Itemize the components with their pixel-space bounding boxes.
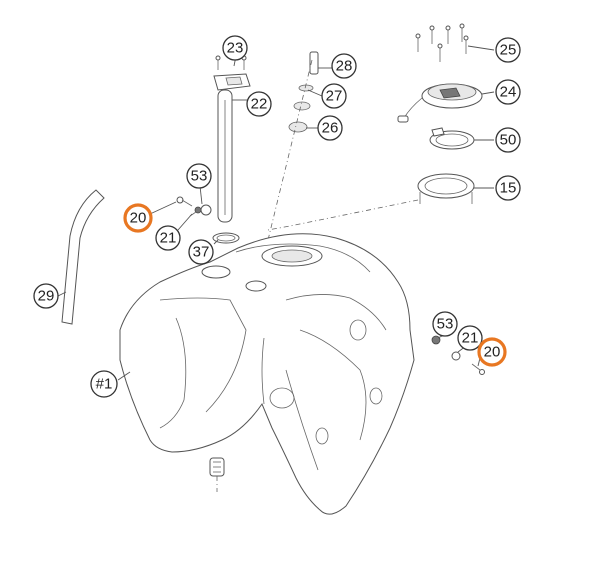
fuel-cap-part	[397, 83, 483, 123]
callout-50: 50	[495, 127, 521, 153]
callout-21-right: 21	[457, 325, 483, 351]
svg-text:15: 15	[500, 180, 517, 197]
svg-text:50: 50	[500, 132, 517, 149]
callout-28: 28	[331, 53, 357, 79]
svg-text:37: 37	[193, 244, 210, 261]
svg-text:#1: #1	[96, 376, 113, 393]
callout-53-left: 53	[186, 163, 212, 189]
callout-1: #1	[90, 370, 118, 398]
screws-23-part	[215, 55, 247, 70]
valve-assembly-part	[267, 51, 319, 241]
callout-37: 37	[188, 239, 214, 265]
tank-ring-part	[267, 173, 475, 231]
svg-text:20: 20	[484, 344, 501, 361]
callout-26: 26	[317, 115, 343, 141]
breather-hose-part	[61, 189, 105, 325]
svg-text:24: 24	[500, 84, 517, 101]
callout-53-right: 53	[432, 311, 458, 337]
callout-21-left: 21	[155, 225, 181, 251]
svg-text:25: 25	[500, 42, 517, 59]
svg-text:53: 53	[191, 168, 208, 185]
svg-text:27: 27	[326, 88, 343, 105]
callout-29: 29	[33, 283, 59, 309]
svg-text:23: 23	[227, 40, 244, 57]
callout-27: 27	[321, 83, 347, 109]
callout-20-right-highlighted: 20	[477, 337, 507, 367]
svg-text:20: 20	[130, 210, 147, 227]
callout-20-left-highlighted: 20	[123, 203, 153, 233]
callout-25: 25	[495, 37, 521, 63]
fuel-level-tube-part	[213, 73, 251, 223]
leader-lines	[57, 45, 495, 381]
svg-text:21: 21	[160, 230, 177, 247]
fasteners-left-part	[176, 196, 212, 217]
callout-22: 22	[246, 91, 272, 117]
svg-text:28: 28	[336, 58, 353, 75]
callout-24: 24	[495, 79, 521, 105]
fuel-tank-part	[119, 233, 415, 515]
o-ring-37-part	[212, 232, 240, 244]
callout-15: 15	[495, 175, 521, 201]
svg-text:26: 26	[322, 120, 339, 137]
svg-text:29: 29	[38, 288, 55, 305]
screws-25-part	[415, 23, 469, 62]
seal-part	[429, 127, 475, 150]
svg-text:53: 53	[437, 316, 454, 333]
callout-23: 23	[222, 35, 248, 61]
svg-text:21: 21	[462, 330, 479, 347]
svg-text:22: 22	[251, 96, 268, 113]
